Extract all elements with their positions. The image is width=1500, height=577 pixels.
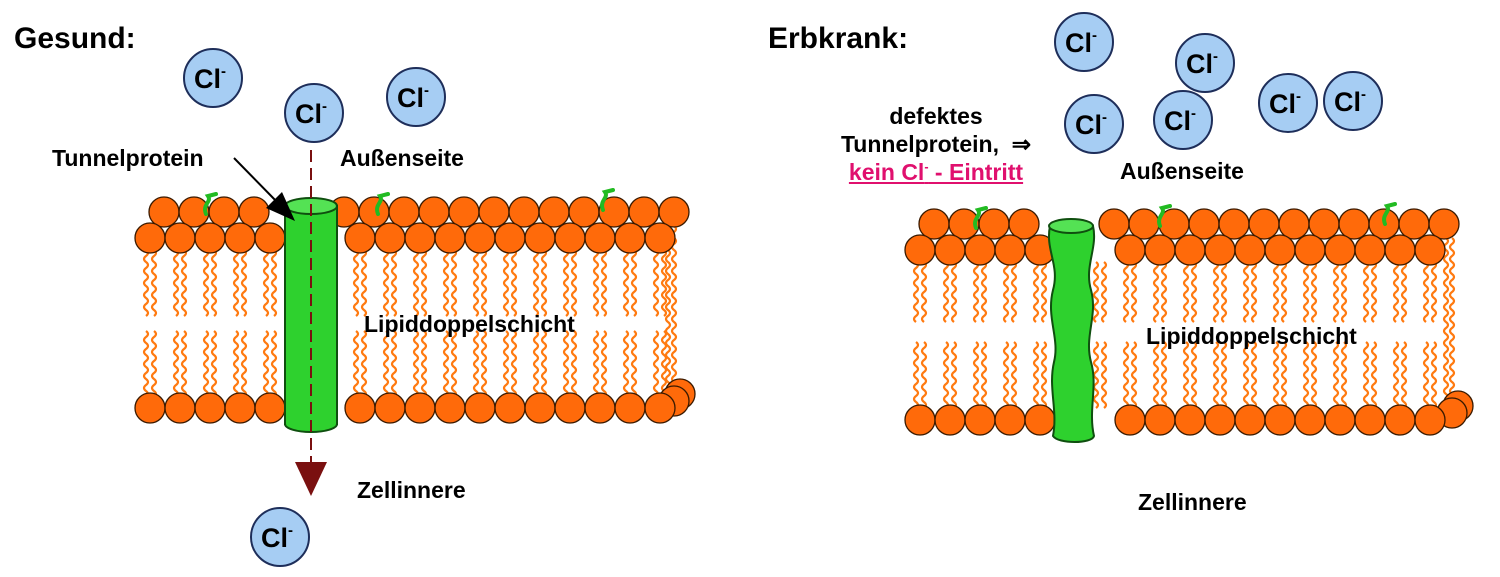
sick-outside-label: Außenseite [1120, 158, 1244, 184]
healthy-heading: Gesund: [14, 22, 136, 55]
chloride-ion: Cl- [1064, 94, 1124, 154]
chloride-ion: Cl- [1258, 73, 1318, 133]
chloride-ion: Cl- [183, 48, 243, 108]
healthy-membrane-label: Lipiddoppelschicht [364, 311, 575, 337]
defect-line2-text: Tunnelprotein, [840, 131, 999, 157]
chloride-flow-arrow [295, 150, 327, 496]
chloride-ion: Cl- [1153, 90, 1213, 150]
defective-lipid-heads [904, 208, 1474, 436]
chloride-ions: Cl- Cl- Cl- Cl- Cl- Cl- Cl- Cl- Cl- Cl- [183, 12, 1383, 567]
no-entry-suffix: - Eintritt [928, 159, 1024, 185]
healthy-lipid-heads [134, 196, 696, 424]
implies-symbol: ⇒ [1011, 131, 1032, 157]
chloride-ion-label: Cl- [1186, 48, 1218, 79]
defective-lipid-tails [912, 237, 1456, 409]
chloride-ion: Cl- [284, 83, 344, 143]
chloride-ion-label: Cl- [295, 98, 327, 129]
no-entry-label: kein Cl- - Eintritt [820, 158, 1052, 186]
defect-line2: Tunnelprotein, ⇒ [820, 130, 1052, 158]
defective-carbohydrates [973, 202, 1397, 230]
chloride-ion: Cl- [386, 67, 446, 127]
defective-tunnel-protein [1048, 218, 1096, 443]
healthy-outside-label: Außenseite [340, 145, 464, 171]
chloride-ion-label: Cl- [1075, 109, 1107, 140]
healthy-lipid-tails [142, 225, 678, 398]
chloride-ion-label: Cl- [1269, 88, 1301, 119]
chloride-ion-label: Cl- [1164, 105, 1196, 136]
healthy-carbohydrates [203, 188, 615, 216]
no-entry-charge: - [924, 160, 929, 175]
chloride-ion-label: Cl- [261, 522, 293, 553]
tunnelprotein-pointer-arrow [233, 157, 295, 221]
healthy-inside-label: Zellinnere [357, 477, 466, 503]
defect-description: defektes Tunnelprotein, ⇒ kein Cl- - Ein… [820, 102, 1052, 186]
defect-line1: defektes [889, 103, 983, 129]
tunnelprotein-label: Tunnelprotein [52, 145, 204, 171]
chloride-ion-label: Cl- [397, 82, 429, 113]
defective-membrane [904, 202, 1474, 436]
chloride-ion-label: Cl- [194, 63, 226, 94]
chloride-ion: Cl- [1323, 71, 1383, 131]
chloride-ion-label: Cl- [1334, 86, 1366, 117]
sick-inside-label: Zellinnere [1138, 489, 1247, 515]
chloride-ion-label: Cl- [1065, 27, 1097, 58]
chloride-ion: Cl- [1054, 12, 1114, 72]
sick-heading: Erbkrank: [768, 22, 909, 55]
healthy-membrane [134, 188, 696, 424]
no-entry-prefix: kein Cl [848, 159, 925, 185]
sick-membrane-label: Lipiddoppelschicht [1146, 323, 1357, 349]
chloride-ion: Cl- [1175, 33, 1235, 93]
chloride-ion: Cl- [250, 507, 310, 567]
